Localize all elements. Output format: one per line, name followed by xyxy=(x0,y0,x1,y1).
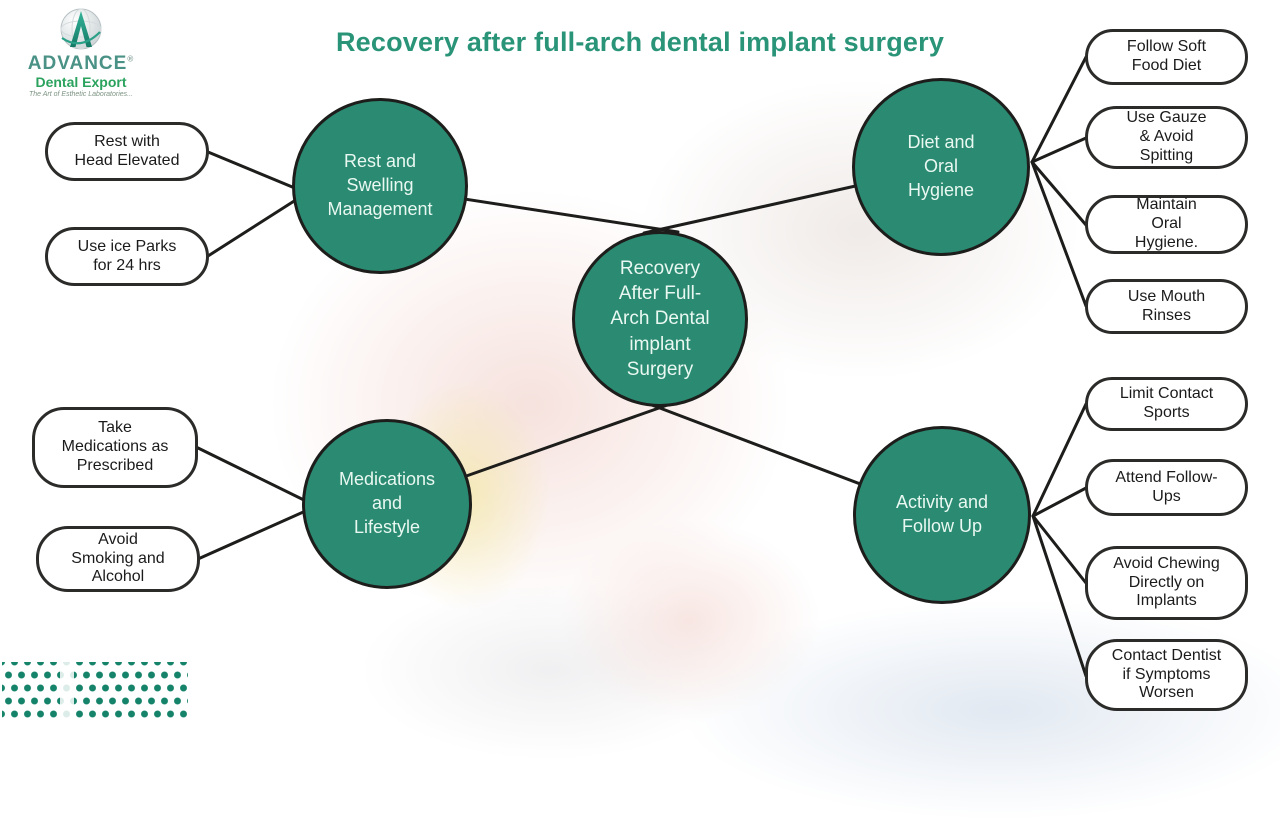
node-medications-and-lifestyle: Medications and Lifestyle xyxy=(302,419,472,589)
node-rest-label: Rest and Swelling Management xyxy=(327,151,433,219)
leaf-label: Maintain Oral Hygiene. xyxy=(1134,196,1199,251)
leaf-label: Rest with Head Elevated xyxy=(74,132,180,169)
connector-rest-item2 xyxy=(206,194,304,258)
leaf-contact-dentist: Contact Dentist if Symptoms Worsen xyxy=(1085,639,1248,711)
leaf-label: Limit Contact Sports xyxy=(1119,385,1214,421)
leaf-label: Avoid Chewing Directly on Implants xyxy=(1113,554,1220,610)
leaf-take-medications: Take Medications as Prescribed xyxy=(32,407,198,488)
leaf-use-ice-parks: Use ice Parks for 24 hrs xyxy=(45,227,209,286)
brand-logo-icon xyxy=(60,8,102,50)
node-rest-and-swelling: Rest and Swelling Management xyxy=(292,98,468,274)
leaf-label: Use Mouth Rinses xyxy=(1127,287,1206,324)
brand-name: ADVANCE® xyxy=(16,54,146,74)
node-diet-label: Diet and Oral Hygiene xyxy=(907,132,975,200)
connector-diet-item4 xyxy=(1030,160,1088,308)
node-center-recovery: Recovery After Full- Arch Dental implant… xyxy=(572,231,748,407)
leaf-label: Avoid Smoking and Alcohol xyxy=(71,530,165,586)
leaf-label: Use ice Parks for 24 hrs xyxy=(77,237,177,274)
leaf-label: Contact Dentist if Symptoms Worsen xyxy=(1111,646,1222,702)
leaf-soft-food-diet: Follow Soft Food Diet xyxy=(1085,29,1248,85)
leaf-label: Use Gauze & Avoid Spitting xyxy=(1126,109,1207,164)
leaf-limit-contact-sports: Limit Contact Sports xyxy=(1085,377,1248,431)
connector-diet-item3 xyxy=(1030,160,1088,227)
connector-activity-item4 xyxy=(1031,514,1088,678)
connector-diet-item1 xyxy=(1030,55,1088,164)
connector-activity-item3 xyxy=(1031,514,1088,585)
leaf-rest-with-head-elevated: Rest with Head Elevated xyxy=(45,122,209,181)
connector-meds-item1 xyxy=(194,445,312,505)
dot-pattern-decoration xyxy=(2,662,188,718)
node-activity-label: Activity and Follow Up xyxy=(895,492,989,536)
node-diet-and-oral-hygiene: Diet and Oral Hygiene xyxy=(852,78,1030,256)
brand-tagline: The Art of Esthetic Laboratories... xyxy=(28,90,133,98)
brand-logo: ADVANCE® Dental Export The Art of Esthet… xyxy=(16,6,146,99)
leaf-avoid-chewing-on-implants: Avoid Chewing Directly on Implants xyxy=(1085,546,1248,620)
registered-mark: ® xyxy=(127,54,135,64)
leaf-use-gauze-avoid-spitting: Use Gauze & Avoid Spitting xyxy=(1085,106,1248,169)
page-title: Recovery after full-arch dental implant … xyxy=(335,27,945,57)
leaf-label: Follow Soft Food Diet xyxy=(1126,38,1207,74)
connector-activity-item1 xyxy=(1031,402,1088,518)
leaf-label: Take Medications as Prescribed xyxy=(61,419,169,474)
leaf-avoid-smoking-alcohol: Avoid Smoking and Alcohol xyxy=(36,526,200,592)
connector-rest-item1 xyxy=(206,150,304,193)
leaf-use-mouth-rinses: Use Mouth Rinses xyxy=(1085,279,1248,334)
brand-subtitle: Dental Export xyxy=(35,73,127,90)
brand-name-text: ADVANCE xyxy=(27,53,128,74)
leaf-attend-follow-ups: Attend Follow- Ups xyxy=(1085,459,1248,516)
node-center-label: Recovery After Full- Arch Dental implant… xyxy=(610,258,710,380)
node-meds-label: Medications and Lifestyle xyxy=(338,469,436,537)
leaf-label: Attend Follow- Ups xyxy=(1115,468,1218,505)
leaf-maintain-oral-hygiene: Maintain Oral Hygiene. xyxy=(1085,195,1248,254)
connector-diet-item2 xyxy=(1030,136,1088,164)
connector-activity-item2 xyxy=(1031,486,1088,518)
connector-meds-item2 xyxy=(196,507,312,561)
node-activity-and-follow-up: Activity and Follow Up xyxy=(853,426,1031,604)
